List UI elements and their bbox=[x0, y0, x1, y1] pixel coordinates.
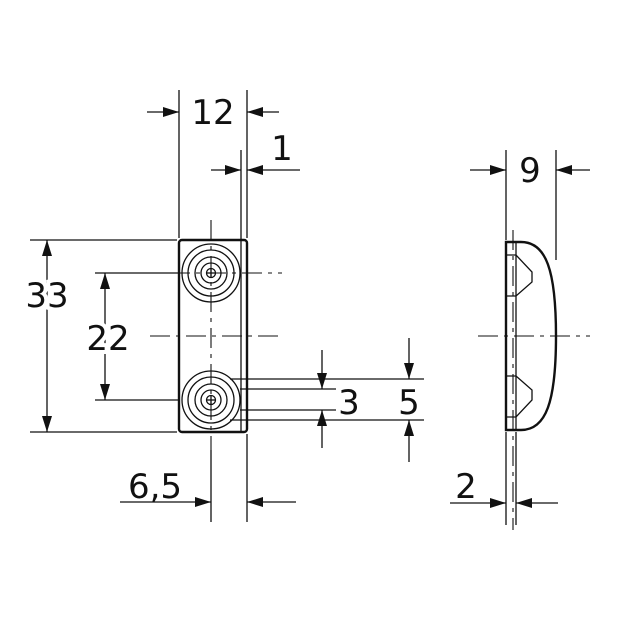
dim-hole-spacing-label: 22 bbox=[86, 319, 129, 359]
dim-width-total-label: 12 bbox=[191, 93, 234, 133]
dim-width-total: 12 bbox=[147, 90, 279, 238]
dim-side-thickness-label: 2 bbox=[455, 467, 477, 507]
dim-hole-offset: 6,5 bbox=[120, 434, 296, 522]
dim-hole-small: 3 bbox=[240, 350, 360, 448]
dim-offset-edge-label: 1 bbox=[271, 129, 293, 169]
dim-hole-large-label: 5 bbox=[398, 383, 420, 423]
dim-hole-offset-label: 6,5 bbox=[128, 467, 182, 507]
side-countersink-upper bbox=[506, 254, 533, 297]
dim-height-total: 33 bbox=[21, 239, 177, 433]
dim-hole-spacing: 22 bbox=[82, 272, 180, 401]
dim-side-width: 9 bbox=[470, 150, 590, 260]
dim-offset-edge: 1 bbox=[211, 129, 300, 240]
upper-hole bbox=[181, 243, 241, 303]
side-countersink-lower bbox=[506, 375, 533, 418]
side-view bbox=[478, 230, 590, 530]
dim-side-thickness: 2 bbox=[450, 432, 558, 525]
front-view bbox=[150, 220, 282, 450]
dim-hole-large: 5 bbox=[230, 338, 424, 462]
dim-hole-small-label: 3 bbox=[338, 383, 360, 423]
dim-height-total-label: 33 bbox=[25, 276, 68, 316]
lower-hole bbox=[181, 370, 241, 430]
dim-side-width-label: 9 bbox=[519, 151, 541, 191]
